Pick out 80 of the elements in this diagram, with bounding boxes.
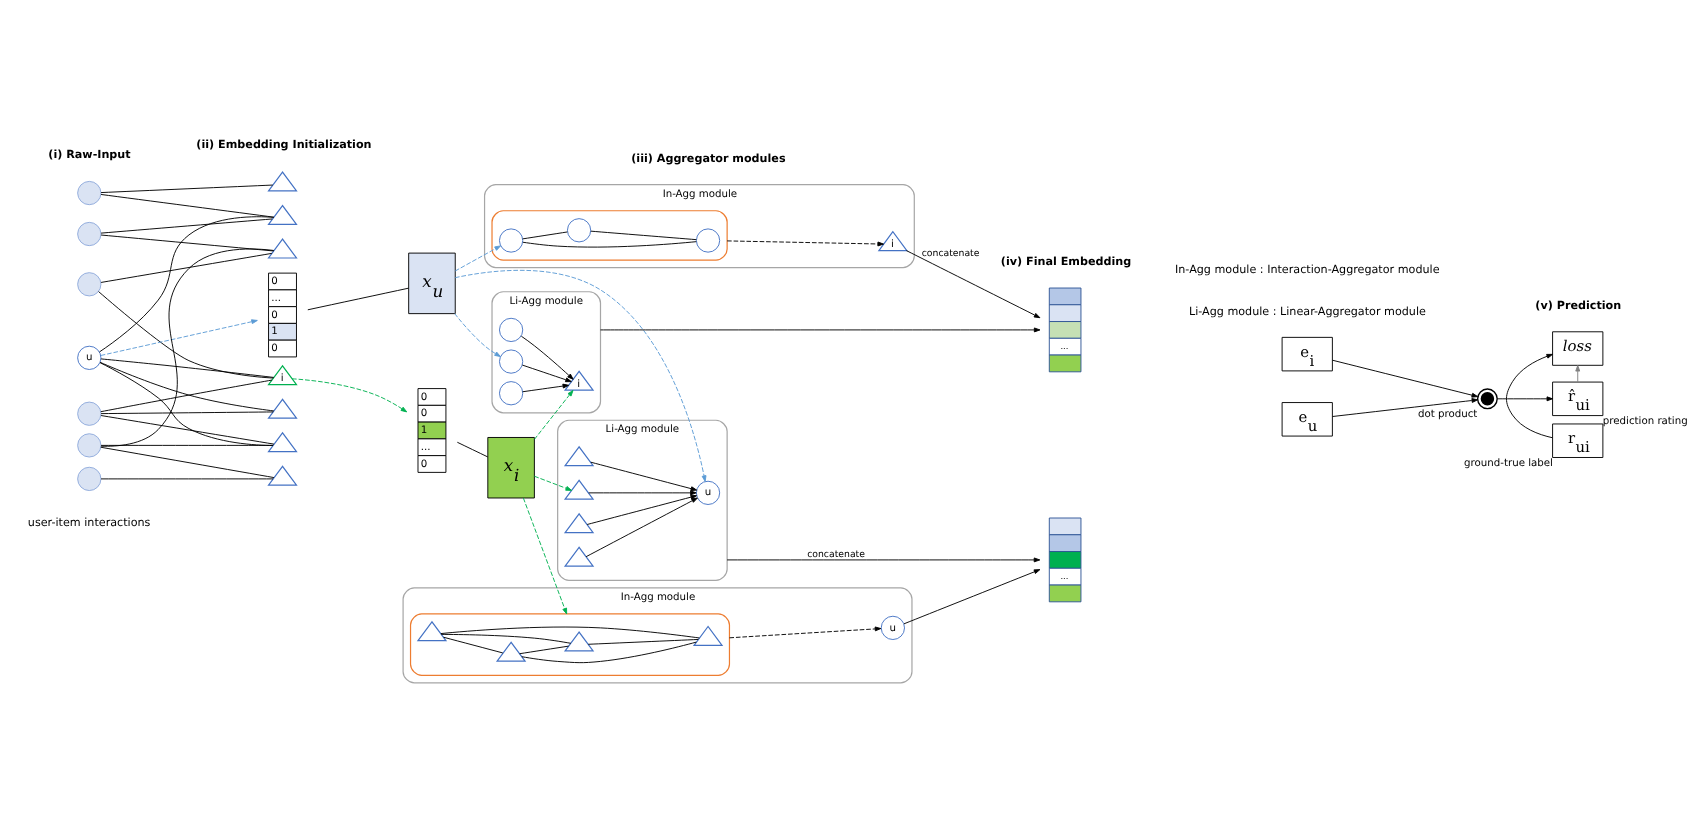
connector [521,641,697,664]
cluster [409,613,731,676]
arrow [585,497,698,558]
connector [307,287,410,311]
node-circle [77,466,102,491]
connector [522,231,568,240]
arrow [522,497,568,615]
arrow [600,327,1041,333]
connector [100,358,275,378]
node-triangle [495,641,527,662]
connector [99,362,274,446]
connector [100,444,274,446]
connector [519,645,569,655]
arrow [726,240,884,247]
connector [98,291,274,379]
node-triangle [267,431,298,453]
node-triangle [267,238,298,259]
connector [456,441,489,458]
arrow [521,364,572,383]
connector [99,216,275,353]
node-triangle [267,171,298,192]
arrow [533,475,573,491]
node-triangle [563,546,595,567]
arrow [454,245,501,272]
node-triangle [267,204,298,226]
arrow [588,490,697,496]
arrow [726,557,1041,563]
connector [100,252,273,283]
node-circle [499,228,524,253]
node-circle [499,381,524,406]
connector [443,636,504,654]
arrow [454,313,501,357]
arrow [586,494,698,525]
arrow [1497,396,1554,402]
node-triangle [267,465,298,486]
node-triangle [416,620,448,642]
node-circle [499,317,524,343]
connector [100,218,273,234]
connector [100,411,274,415]
connector [100,446,275,479]
arrow [1506,353,1553,439]
node-triangle [692,625,724,646]
connector [100,194,275,218]
arrow [729,626,882,639]
arrow [590,461,698,492]
connector [440,626,700,639]
connector [99,361,275,412]
node-circle [566,218,592,243]
connector [100,478,274,480]
arrow [522,383,570,393]
arrow [903,569,1041,625]
node-circle [695,228,721,253]
connector [100,248,275,447]
connector [587,639,699,645]
node-circle [77,272,102,297]
connector [100,379,273,413]
arrow [100,319,258,356]
node-triangle [267,398,298,419]
arrow [533,390,574,440]
arrow [1332,398,1479,417]
connector [440,633,572,644]
node-circle [499,349,524,374]
arrow [1575,365,1581,383]
node-circle [77,433,102,458]
arrow [1332,359,1479,398]
connector [100,415,275,445]
node-triangle [563,512,595,534]
node-circle [77,221,102,247]
arrow [520,335,574,380]
node-circle [77,180,102,206]
arrow [905,250,1041,319]
connector [590,230,697,241]
connector [100,184,274,194]
node-circle [77,401,102,426]
node-triangle [563,445,595,467]
connector [100,234,274,252]
node-triangle [563,631,595,652]
arrow [291,378,408,413]
connector [522,241,697,248]
arrow [454,269,707,482]
